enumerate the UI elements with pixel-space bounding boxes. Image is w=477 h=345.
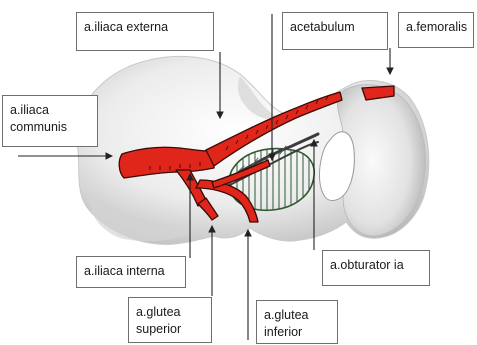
label-iliaca-communis-line1: a.iliaca: [10, 102, 90, 119]
label-glutea-inferior-line1: a.glutea: [264, 307, 330, 324]
label-iliaca-communis: a.iliaca communis: [2, 95, 98, 147]
label-glutea-inferior: a.glutea inferior: [256, 300, 338, 344]
label-acetabulum-text: acetabulum: [290, 19, 380, 36]
label-iliaca-interna: a.iliaca interna: [76, 256, 186, 288]
label-obturatoria: a.obturator ia: [322, 250, 430, 286]
label-femoralis: a.femoralis: [398, 12, 474, 48]
label-glutea-superior-line2: superior: [136, 321, 204, 338]
label-iliaca-externa: a.iliaca externa: [76, 12, 214, 51]
label-acetabulum: acetabulum: [282, 12, 388, 50]
label-iliaca-externa-text: a.iliaca externa: [84, 19, 206, 36]
label-glutea-inferior-line2: inferior: [264, 324, 330, 341]
label-iliaca-communis-line2: communis: [10, 119, 90, 136]
label-obturatoria-text: a.obturator ia: [330, 257, 422, 274]
label-iliaca-interna-text: a.iliaca interna: [84, 263, 178, 280]
label-femoralis-text: a.femoralis: [406, 19, 466, 36]
label-glutea-superior-line1: a.glutea: [136, 304, 204, 321]
label-glutea-superior: a.glutea superior: [128, 297, 212, 343]
